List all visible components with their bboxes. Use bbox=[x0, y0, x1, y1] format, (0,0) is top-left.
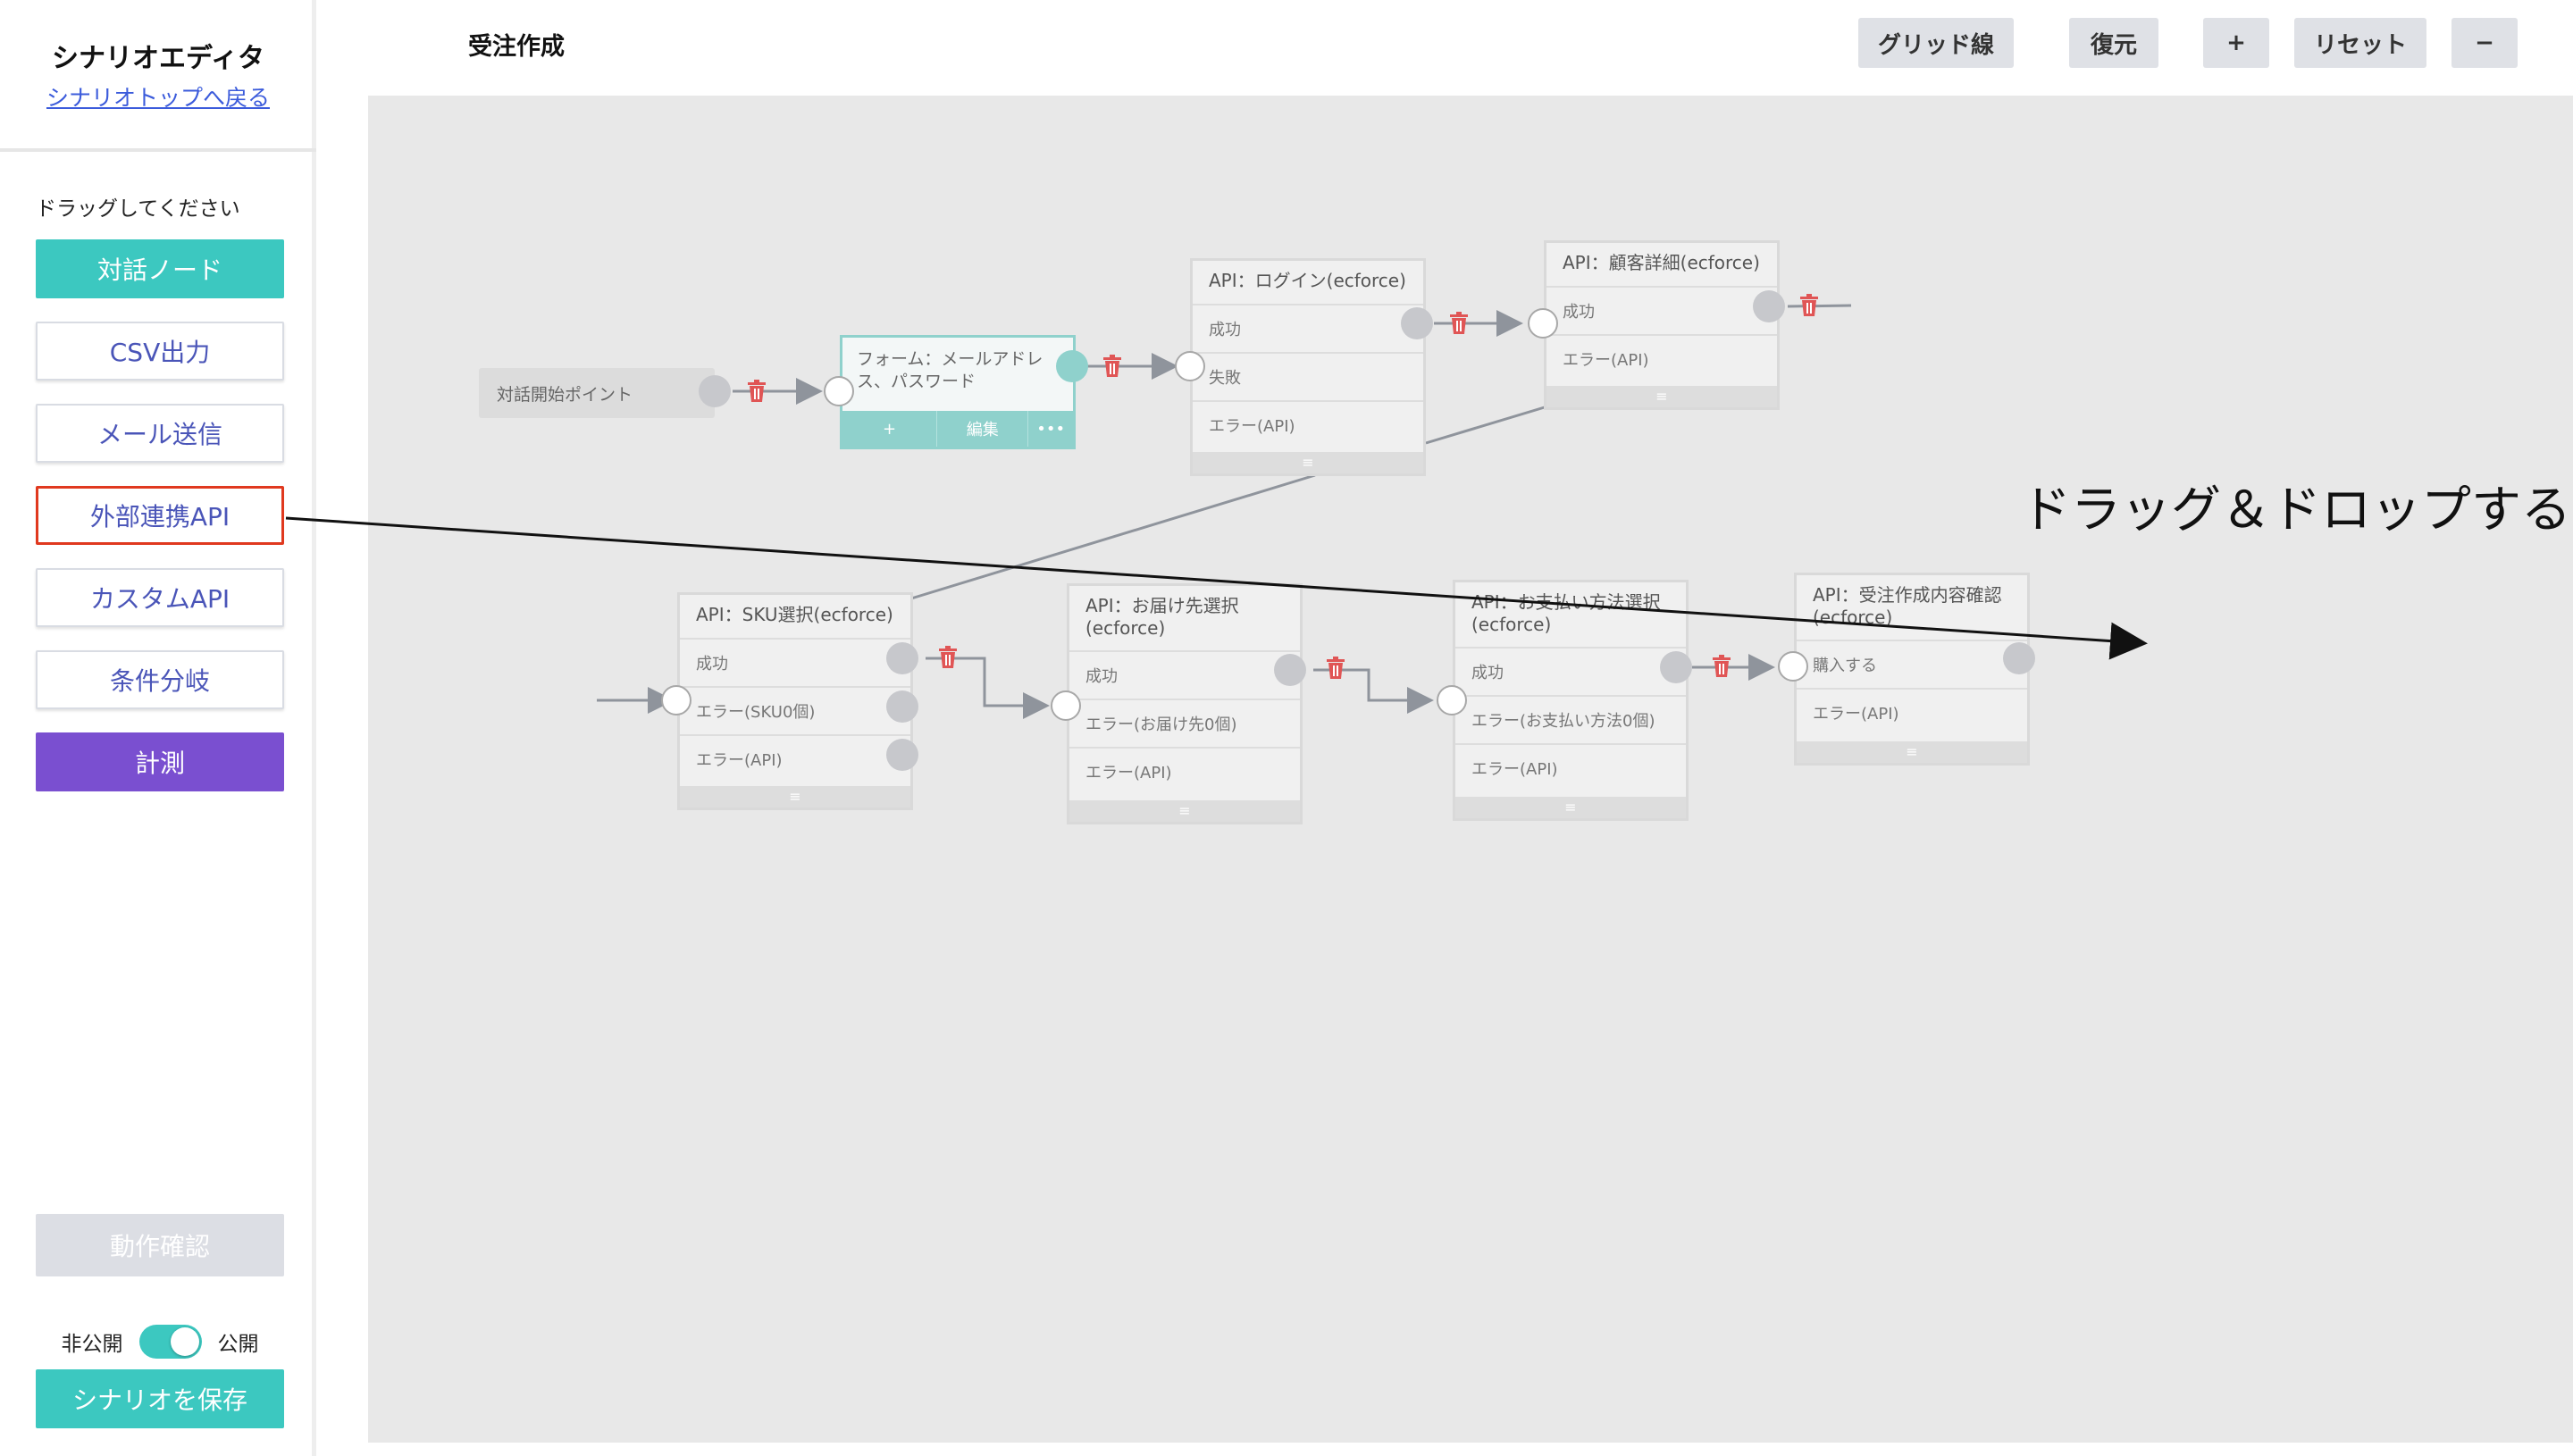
login-success-port[interactable] bbox=[1401, 307, 1433, 339]
zoom-out-button[interactable]: − bbox=[2451, 18, 2518, 68]
drag-handle-icon[interactable]: ≡ bbox=[680, 786, 910, 807]
link-login-sku bbox=[910, 473, 1316, 600]
dialog-start-node[interactable]: 対話開始ポイント bbox=[479, 368, 715, 418]
csv-output-button[interactable]: CSV出力 bbox=[36, 322, 284, 381]
page-title: 受注作成 bbox=[468, 33, 565, 61]
drag-handle-icon[interactable]: ≡ bbox=[1797, 741, 2027, 763]
form-edit-button[interactable]: 編集 bbox=[937, 411, 1029, 447]
node-row-failure: 失敗 bbox=[1193, 352, 1423, 400]
sku-input-port[interactable] bbox=[661, 685, 691, 715]
zoom-in-button[interactable]: + bbox=[2203, 18, 2269, 68]
node-title: API：顧客詳細(ecforce) bbox=[1563, 252, 1760, 273]
drag-handle-icon[interactable]: ≡ bbox=[1546, 386, 1777, 407]
back-to-scenario-top-link[interactable]: シナリオトップへ戻る bbox=[46, 85, 270, 111]
restore-button[interactable]: 復元 bbox=[2069, 18, 2158, 68]
trash-icon[interactable] bbox=[1326, 657, 1345, 680]
node-row-api-error: エラー(API) bbox=[680, 734, 910, 782]
reset-button[interactable]: リセット bbox=[2294, 18, 2426, 68]
drag-handle-icon[interactable]: ≡ bbox=[1193, 452, 1423, 473]
save-scenario-button[interactable]: シナリオを保存 bbox=[36, 1369, 284, 1428]
customer-success-port[interactable] bbox=[1753, 290, 1785, 322]
link-customer-error bbox=[1425, 402, 1557, 445]
editor-title: シナリオエディタ bbox=[52, 43, 264, 74]
drag-drop-annotation: ドラッグ＆ドロップする bbox=[2021, 481, 2571, 540]
node-row-api-error: エラー(API) bbox=[1797, 688, 2027, 736]
form-output-port[interactable] bbox=[1056, 350, 1088, 382]
node-row-purchase: 購入する bbox=[1797, 640, 2027, 688]
trash-icon[interactable] bbox=[1102, 355, 1122, 378]
sku-success-port[interactable] bbox=[886, 642, 918, 674]
trash-icon[interactable] bbox=[1712, 655, 1731, 678]
node-row-payment-zero-error: エラー(お支払い方法0個) bbox=[1455, 695, 1686, 743]
api-login-node[interactable]: API：ログイン(ecforce) 成功 失敗 エラー(API) ≡ bbox=[1190, 258, 1426, 476]
private-label: 非公開 bbox=[61, 1333, 123, 1356]
node-title: API：SKU選択(ecforce) bbox=[696, 604, 893, 625]
form-more-button[interactable]: ••• bbox=[1036, 419, 1066, 439]
node-row-api-error: エラー(API) bbox=[1455, 743, 1686, 791]
mail-send-button[interactable]: メール送信 bbox=[36, 404, 284, 463]
external-api-button[interactable]: 外部連携API bbox=[36, 486, 284, 545]
link-customer-out bbox=[1787, 304, 1852, 308]
api-sku-node[interactable]: API：SKU選択(ecforce) 成功 エラー(SKU0個) エラー(API… bbox=[677, 592, 913, 810]
node-row-success: 成功 bbox=[680, 638, 910, 686]
publish-toggle[interactable] bbox=[138, 1325, 202, 1359]
customer-input-port[interactable] bbox=[1528, 308, 1558, 339]
payment-success-port[interactable] bbox=[1660, 651, 1692, 683]
dialog-node-button[interactable]: 対話ノード bbox=[36, 239, 284, 298]
custom-api-button[interactable]: カスタムAPI bbox=[36, 568, 284, 627]
node-row-api-error: エラー(API) bbox=[1069, 747, 1300, 795]
condition-branch-button[interactable]: 条件分岐 bbox=[36, 650, 284, 709]
confirm-input-port[interactable] bbox=[1778, 651, 1808, 682]
link-sku-delivery bbox=[926, 657, 1050, 719]
public-label: 公開 bbox=[217, 1333, 259, 1356]
measure-button[interactable]: 計測 bbox=[36, 732, 284, 791]
trash-icon[interactable] bbox=[1799, 294, 1819, 317]
sidebar-divider bbox=[0, 148, 316, 152]
form-node-action-bar: + 編集 ••• bbox=[842, 411, 1073, 447]
api-payment-node[interactable]: API：お支払い方法選択(ecforce) 成功 エラー(お支払い方法0個) エ… bbox=[1453, 580, 1689, 821]
form-node[interactable]: フォーム：メールアドレス、パスワード + 編集 ••• bbox=[840, 335, 1076, 449]
node-row-success: 成功 bbox=[1193, 304, 1423, 352]
form-node-title: フォーム：メールアドレス、パスワード bbox=[857, 349, 1043, 391]
node-row-success: 成功 bbox=[1455, 647, 1686, 695]
start-output-port[interactable] bbox=[699, 375, 731, 407]
sidebar: シナリオエディタ シナリオトップへ戻る ドラッグしてください 対話ノード CSV… bbox=[0, 0, 316, 1456]
payment-input-port[interactable] bbox=[1437, 685, 1467, 715]
drag-handle-icon[interactable]: ≡ bbox=[1455, 797, 1686, 818]
api-customer-node[interactable]: API：顧客詳細(ecforce) 成功 エラー(API) ≡ bbox=[1544, 240, 1780, 410]
delivery-input-port[interactable] bbox=[1051, 690, 1081, 721]
sku-error-port[interactable] bbox=[886, 690, 918, 723]
trash-icon[interactable] bbox=[938, 646, 958, 669]
toggle-knob bbox=[170, 1327, 199, 1356]
publish-toggle-row: 非公開 公開 bbox=[36, 1322, 284, 1361]
trash-icon[interactable] bbox=[1449, 312, 1469, 335]
node-row-api-error: エラー(API) bbox=[1546, 334, 1777, 382]
sku-api-error-port[interactable] bbox=[886, 739, 918, 771]
form-add-button[interactable]: + bbox=[842, 411, 938, 447]
node-row-delivery-zero-error: エラー(お届け先0個) bbox=[1069, 699, 1300, 747]
node-row-sku-zero-error: エラー(SKU0個) bbox=[680, 686, 910, 734]
grid-lines-button[interactable]: グリッド線 bbox=[1858, 18, 2014, 68]
delivery-success-port[interactable] bbox=[1274, 654, 1306, 686]
trash-icon[interactable] bbox=[747, 380, 767, 403]
node-title: API：お届け先選択(ecforce) bbox=[1085, 595, 1239, 639]
operation-check-button[interactable]: 動作確認 bbox=[36, 1214, 284, 1276]
node-row-success: 成功 bbox=[1546, 286, 1777, 334]
confirm-purchase-port[interactable] bbox=[2003, 642, 2035, 674]
node-row-success: 成功 bbox=[1069, 650, 1300, 699]
drag-hint: ドラッグしてください bbox=[36, 197, 240, 221]
api-confirm-node[interactable]: API：受注作成内容確認(ecforce) 購入する エラー(API) ≡ bbox=[1794, 573, 2030, 766]
drag-handle-icon[interactable]: ≡ bbox=[1069, 800, 1300, 822]
form-input-port[interactable] bbox=[824, 376, 854, 406]
node-row-api-error: エラー(API) bbox=[1193, 400, 1423, 448]
api-delivery-node[interactable]: API：お届け先選択(ecforce) 成功 エラー(お届け先0個) エラー(A… bbox=[1067, 583, 1303, 824]
login-input-port[interactable] bbox=[1175, 351, 1205, 381]
node-title: API：ログイン(ecforce) bbox=[1209, 270, 1406, 291]
flow-canvas[interactable]: 対話開始ポイント フォーム：メールアドレス、パスワード + 編集 ••• API… bbox=[368, 96, 2573, 1443]
